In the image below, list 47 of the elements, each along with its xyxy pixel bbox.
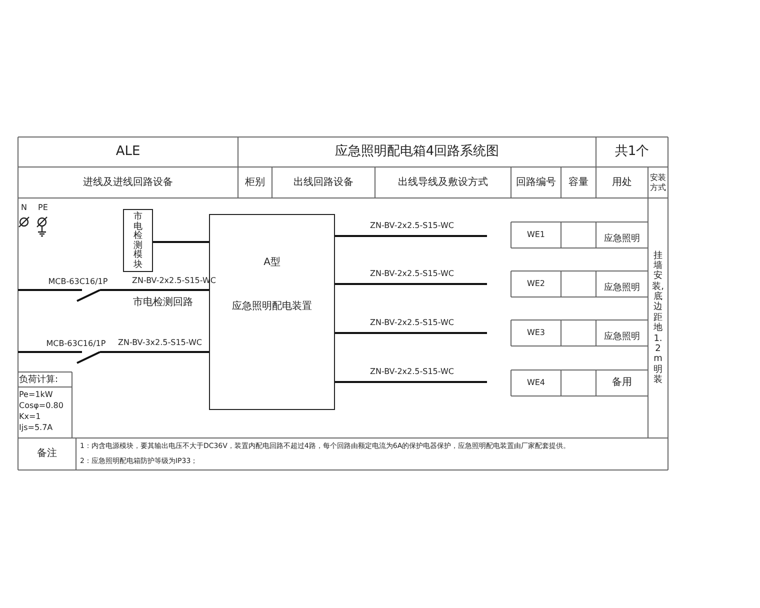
column-header: 回路编号 <box>515 176 557 190</box>
terminal-label: PE <box>37 202 49 214</box>
circuit-number: WE1 <box>526 229 546 242</box>
device-name: 应急照明配电装置 <box>232 300 312 313</box>
cable-label: ZN-BV-2x2.5-S15-WC <box>370 221 454 230</box>
install-note: 挂墙安装,底边距地1.2m明装 <box>651 250 665 387</box>
column-header: 出线导线及敷设方式 <box>397 176 489 190</box>
cable-label: ZN-BV-2x2.5-S15-WC <box>370 269 454 278</box>
cable-label: ZN-BV-2x2.5-S15-WC <box>370 318 454 328</box>
load-calc-value: Ijs=5.7A <box>19 422 54 433</box>
title-text: 应急照明配电箱4回路系统图 <box>334 142 500 161</box>
terminal-label: N <box>20 202 28 214</box>
wire <box>335 332 487 334</box>
usage-text: 应急照明 <box>603 330 641 344</box>
load-calc-value: Pe=1kW <box>19 389 54 400</box>
wire <box>17 351 210 364</box>
load-calc-title: 负荷计算: <box>19 374 60 387</box>
wire <box>335 381 487 383</box>
circuit-name: 市电检测回路 <box>132 296 194 310</box>
load-calc-value: Kx=1 <box>19 411 42 422</box>
column-header: 出线回路设备 <box>292 176 354 190</box>
circuit-number: WE3 <box>526 327 546 340</box>
notes-title: 备注 <box>36 446 58 462</box>
cable-label: ZN-BV-2x2.5-S15-WC <box>370 367 454 376</box>
breaker-label: MCB-63C16/1P <box>45 338 107 350</box>
column-header: 用处 <box>611 176 633 190</box>
breaker-label: MCB-63C16/1P <box>47 276 109 288</box>
column-header: 容量 <box>568 176 590 190</box>
usage-text: 应急照明 <box>603 282 641 295</box>
wire <box>335 235 487 237</box>
wire <box>17 289 210 302</box>
wire <box>153 241 209 243</box>
cable-label: ZN-BV-3x2.5-S15-WC <box>118 338 202 348</box>
column-header: 安装方式 <box>649 172 667 194</box>
load-calc-value: Cosφ=0.80 <box>19 400 64 411</box>
usage-text: 应急照明 <box>603 232 641 246</box>
module-box <box>123 209 153 272</box>
wire <box>335 283 487 285</box>
circuit-number: WE4 <box>526 377 546 390</box>
column-header: 进线及进线回路设备 <box>82 176 174 190</box>
usage-text: 备用 <box>611 376 633 390</box>
column-header: 柜别 <box>244 176 266 190</box>
circuit-number: WE2 <box>526 278 546 290</box>
title-text: ALE <box>114 142 142 161</box>
module-name: 市电检测模块 <box>133 213 143 270</box>
quantity-text: 共1个 <box>614 142 650 161</box>
device-type: A型 <box>264 256 280 269</box>
